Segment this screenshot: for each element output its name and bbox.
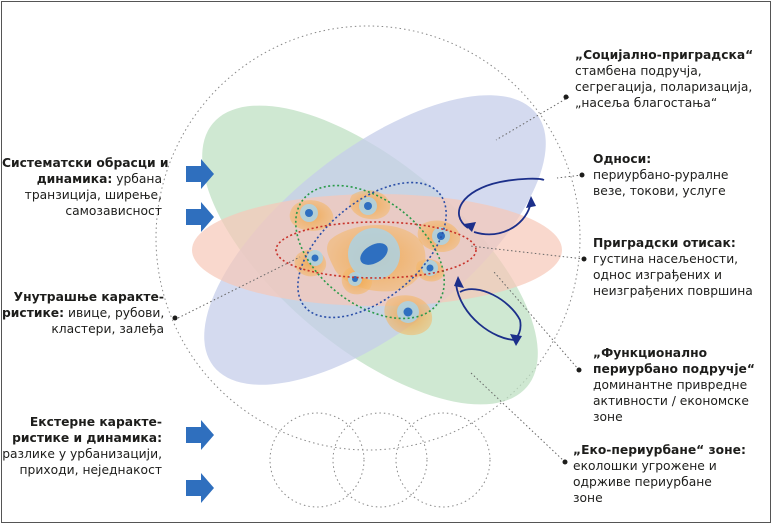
label-functional: „Функционално периурбано подручје“ домин…	[593, 345, 771, 425]
label-footprint: Приградски отисак: густина насељености, …	[593, 235, 771, 299]
arrowhead-down	[510, 334, 522, 346]
label-internal-line3: кластери, залеђа	[51, 322, 164, 336]
red-orbit	[275, 221, 477, 279]
label-systematic-title2: динамика:	[36, 172, 113, 186]
small-circle-middle	[332, 412, 428, 508]
label-systematic-text: урбана	[112, 172, 162, 186]
outer-dotted-circle	[155, 25, 581, 451]
label-external-line3: разлике у урбанизацији,	[2, 447, 162, 461]
label-functional-line5: зоне	[593, 410, 623, 424]
label-internal-text: ивице, рубови,	[64, 306, 165, 320]
label-footprint-line3: однос изграђених и	[593, 268, 723, 282]
label-external: Екстерне карактe- ристике и динамика: ра…	[2, 414, 162, 478]
label-social-title: „Социјално-приградска“	[575, 48, 754, 62]
label-social-line3: сегрегација, поларизација,	[575, 80, 753, 94]
small-circle-right	[395, 412, 491, 508]
label-systematic-line4: самозависност	[65, 204, 162, 218]
label-internal-title2: ристике:	[2, 306, 65, 320]
label-internal-title: Унутрашње карактe-	[13, 290, 164, 304]
label-footprint-line2: густина насељености,	[593, 252, 739, 266]
input-arrows	[186, 159, 214, 503]
label-systematic: Систематски обрасци и динамика: урбана т…	[2, 155, 168, 219]
label-social: „Социјално-приградска“ стамбена подручја…	[575, 47, 771, 111]
label-eco: „Еко-периурбане“ зоне: еколошки угрожене…	[573, 442, 771, 506]
settlement-cores	[300, 197, 450, 323]
label-eco-title: „Еко-периурбане“ зоне:	[573, 443, 746, 457]
label-systematic-title: Систематски обрасци и	[2, 156, 169, 170]
label-functional-title: „Функционално	[593, 346, 708, 360]
label-systematic-line3: транзиција, ширење,	[24, 188, 162, 202]
label-external-line4: приходи, неједнакост	[19, 463, 163, 477]
arrowhead-up	[526, 196, 536, 208]
label-functional-title2: периурбано подручје“	[593, 362, 755, 376]
label-functional-line4: активности / економске	[593, 394, 749, 408]
arrowhead-left	[464, 222, 476, 232]
label-relations: Односи: периурбано-руралне везе, токови,…	[593, 151, 771, 199]
leader-lines	[177, 96, 585, 463]
label-external-title: Екстерне карактe-	[29, 415, 162, 429]
label-functional-line3: доминантне привредне	[593, 378, 748, 392]
label-external-title2: ристике и динамика:	[12, 431, 162, 445]
label-eco-line3: одрживе периурбане	[573, 475, 712, 489]
green-orbit	[294, 184, 446, 320]
label-relations-line2: периурбано-руралне	[593, 168, 729, 182]
label-social-line4: „насеља благостања“	[575, 96, 718, 110]
leader-dots	[172, 94, 587, 465]
small-circle-left	[269, 412, 365, 508]
label-eco-line4: зоне	[573, 491, 603, 505]
label-social-line2: стамбена подручја,	[575, 64, 702, 78]
label-footprint-title: Приградски отисак:	[593, 236, 736, 250]
label-eco-line2: еколошки угрожене и	[573, 459, 717, 473]
label-relations-line3: везе, токови, услуге	[593, 184, 726, 198]
label-footprint-line4: неизграђених површина	[593, 284, 753, 298]
label-internal: Унутрашње карактe- ристике: ивице, рубов…	[2, 289, 164, 337]
arrowhead-up-left	[454, 276, 464, 288]
label-relations-title: Односи:	[593, 152, 652, 166]
